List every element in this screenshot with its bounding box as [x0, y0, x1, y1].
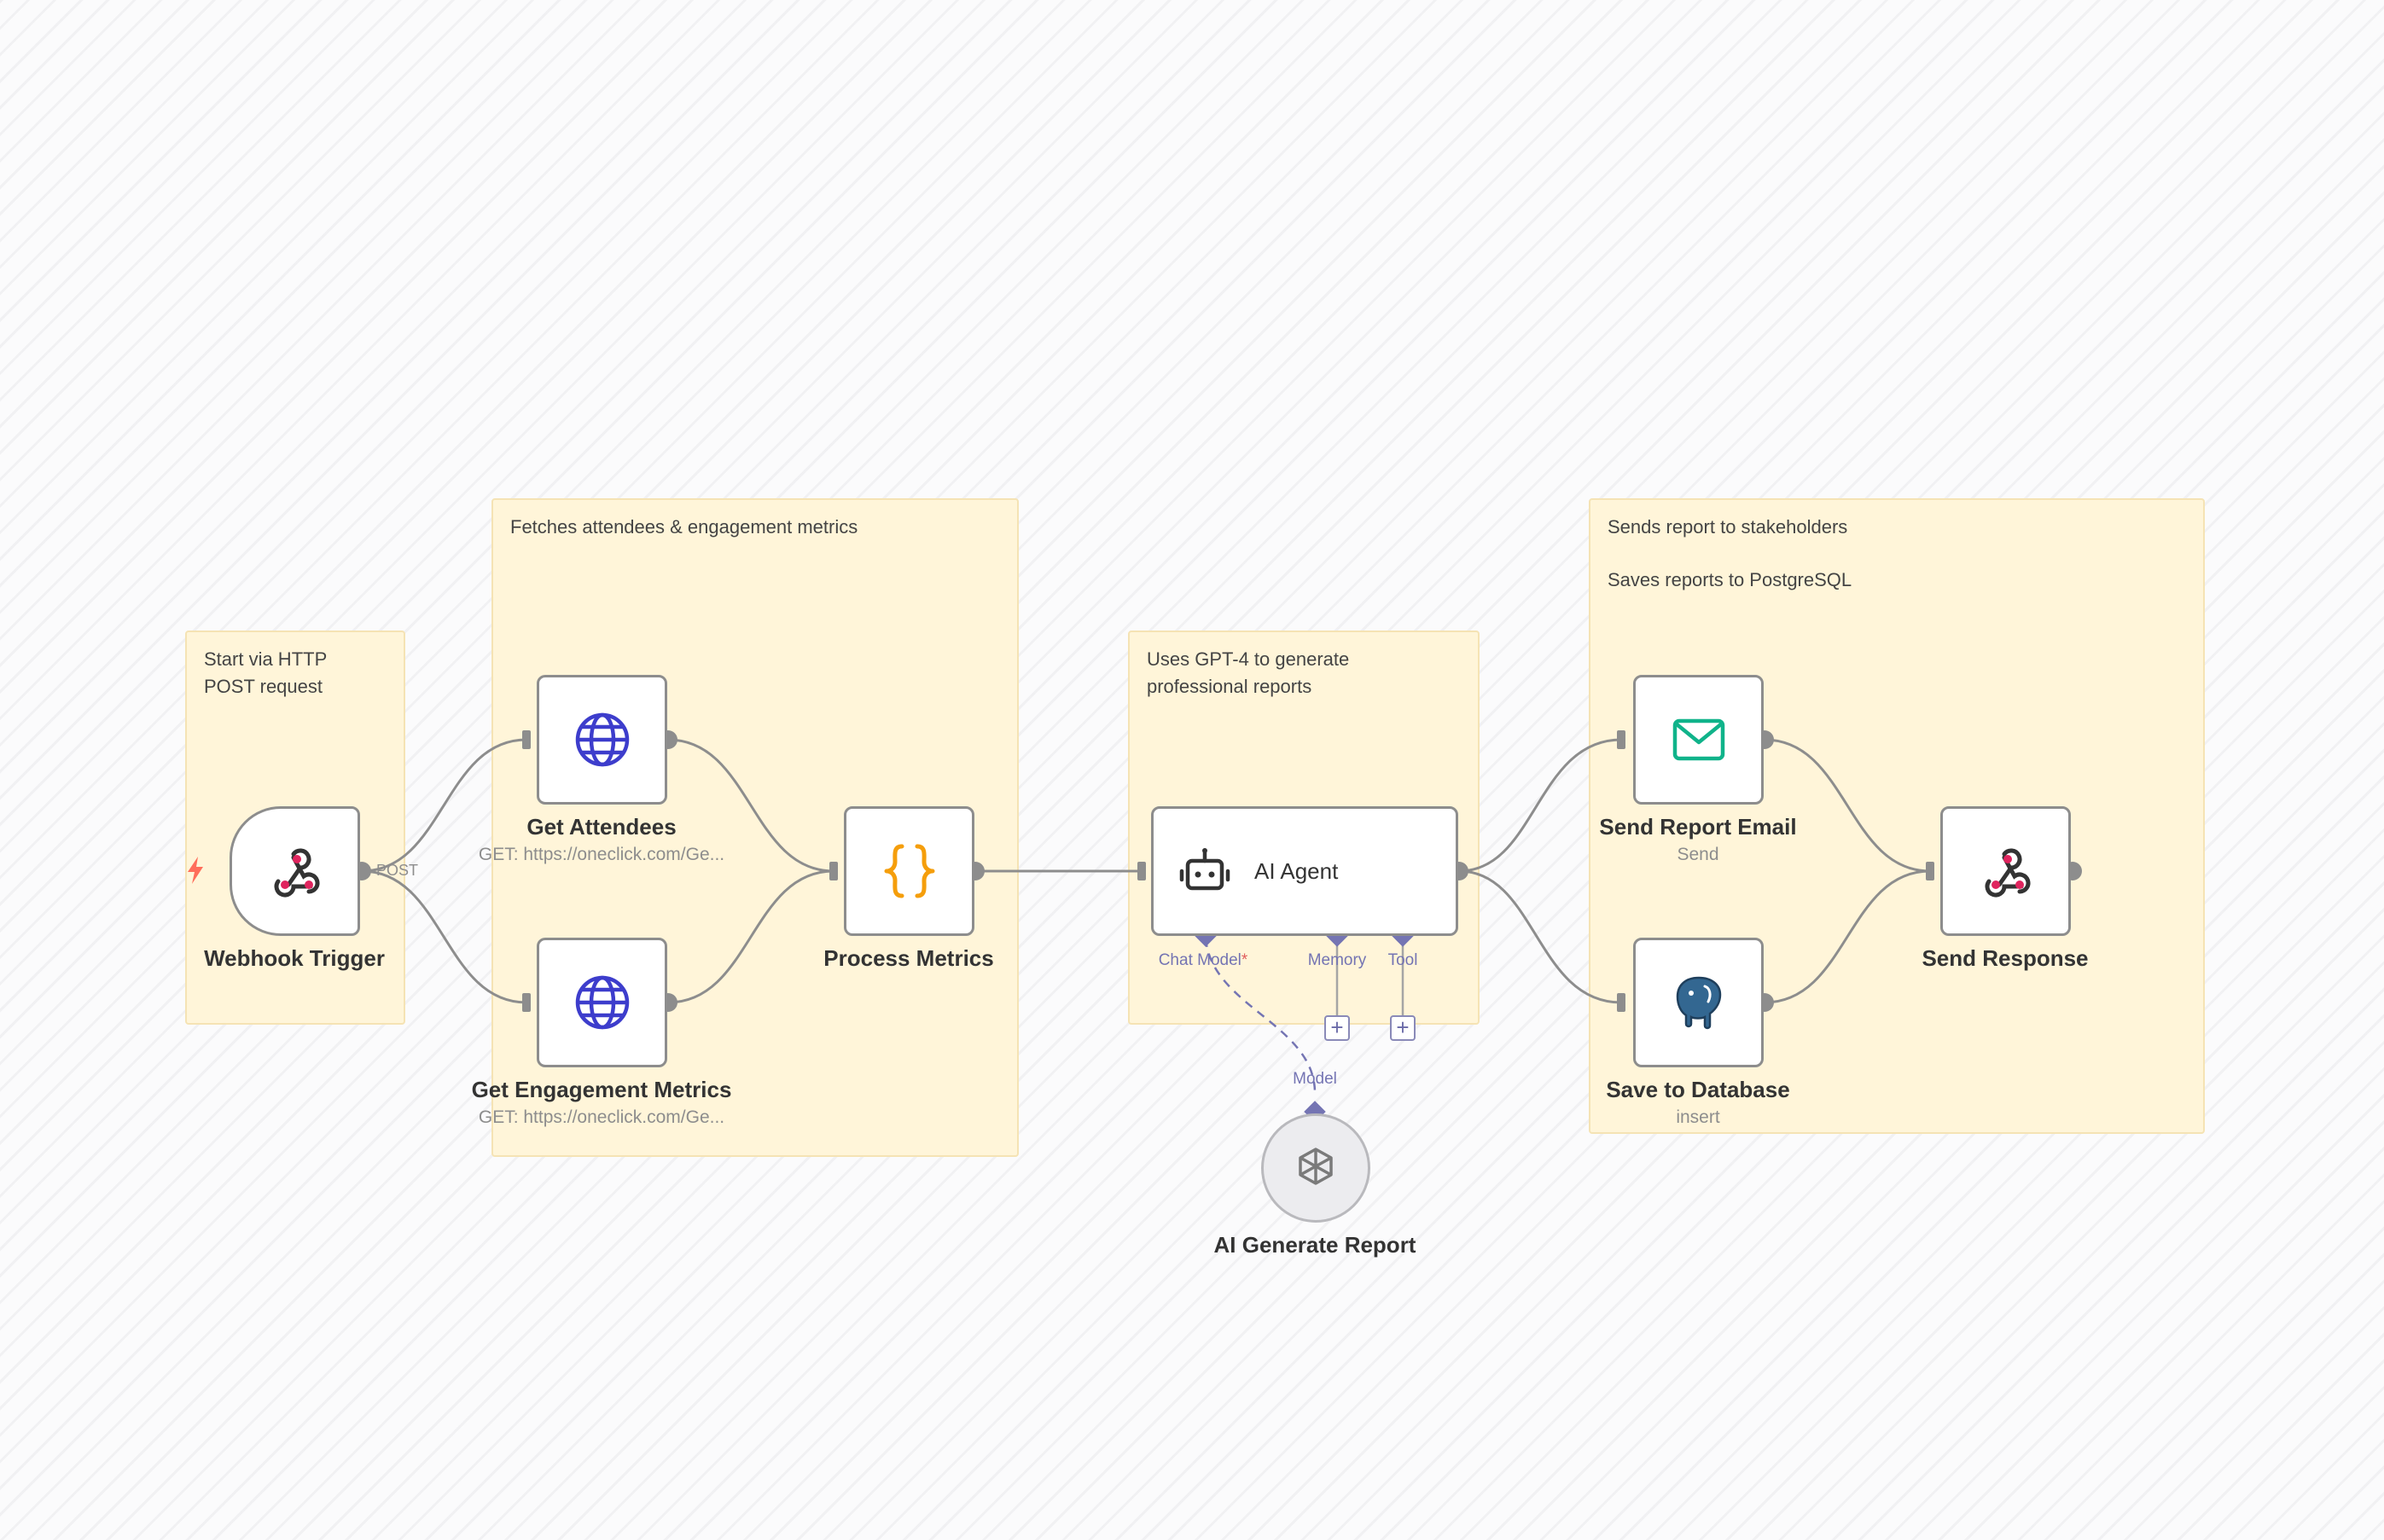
tool-port-label: Tool: [1387, 951, 1418, 969]
input-handle-email: [1617, 730, 1625, 749]
input-handle-engagement: [522, 993, 531, 1012]
chat-model-port-text: Chat Model: [1158, 951, 1241, 969]
input-handle-process: [829, 862, 838, 880]
sticky-note-send-line2: Saves reports to PostgreSQL: [1608, 569, 1852, 590]
save-to-database-node[interactable]: [1633, 938, 1764, 1067]
model-port-label: Model: [1293, 1070, 1337, 1088]
webhook-trigger-node[interactable]: [230, 806, 360, 936]
add-tool-button[interactable]: +: [1390, 1015, 1416, 1041]
memory-port-label: Memory: [1307, 951, 1367, 969]
webhook-trigger-label: Webhook Trigger: [204, 945, 385, 971]
input-handle-response: [1926, 862, 1934, 880]
add-memory-button[interactable]: +: [1324, 1015, 1350, 1041]
input-handle-agent: [1137, 862, 1146, 880]
trigger-bolt-icon: [188, 857, 203, 884]
connection-webhook-to-attendees: [361, 738, 527, 873]
globe-icon: [574, 712, 631, 768]
postgres-elephant-icon: [1671, 974, 1727, 1031]
mail-icon: [1672, 718, 1725, 761]
input-handle-attendees: [522, 730, 531, 749]
sticky-note-ai-text: Uses GPT-4 to generate professional repo…: [1147, 648, 1350, 697]
connection-model-to-agent: [1204, 938, 1317, 1093]
get-engagement-metrics-label: Get Engagement Metrics: [471, 1077, 732, 1102]
sticky-note-start[interactable]: Start via HTTP POST request: [185, 631, 405, 1025]
openai-icon: [1294, 1146, 1338, 1190]
ai-generate-report-node[interactable]: [1261, 1113, 1370, 1223]
connection-database-to-response: [1764, 869, 1931, 1004]
process-metrics-node[interactable]: [844, 806, 974, 936]
code-braces-icon: [881, 843, 938, 899]
webhook-icon: [1979, 844, 2033, 898]
get-engagement-metrics-node[interactable]: [537, 938, 667, 1067]
connection-engagement-to-process: [667, 869, 834, 1004]
ai-agent-label: AI Agent: [1254, 857, 1339, 884]
connection-webhook-to-engagement: [361, 869, 527, 1004]
webhook-icon: [268, 844, 323, 898]
send-report-email-sublabel: Send: [1677, 845, 1719, 864]
process-metrics-label: Process Metrics: [823, 945, 994, 971]
ai-generate-report-label: AI Generate Report: [1213, 1232, 1416, 1258]
post-edge-label: POST: [376, 862, 419, 879]
robot-icon: [1179, 847, 1230, 895]
ai-agent-node[interactable]: AI Agent: [1151, 806, 1458, 936]
sticky-note-send-line1: Sends report to stakeholders: [1608, 516, 1848, 538]
chat-model-port-label: Chat Model*: [1159, 951, 1248, 970]
save-to-database-sublabel: insert: [1676, 1107, 1720, 1127]
send-report-email-label: Send Report Email: [1599, 814, 1797, 840]
connection-attendees-to-process: [667, 738, 834, 873]
get-attendees-label: Get Attendees: [526, 814, 677, 840]
send-response-node[interactable]: [1940, 806, 2071, 936]
connection-agent-to-email: [1458, 738, 1622, 873]
get-attendees-node[interactable]: [537, 675, 667, 805]
sticky-note-start-text: Start via HTTP POST request: [204, 648, 328, 697]
connection-agent-to-database: [1458, 869, 1622, 1004]
sticky-note-fetch-text: Fetches attendees & engagement metrics: [510, 516, 858, 538]
connection-email-to-response: [1764, 738, 1931, 873]
input-handle-database: [1617, 993, 1625, 1012]
save-to-database-label: Save to Database: [1606, 1077, 1790, 1102]
send-response-label: Send Response: [1922, 945, 2089, 971]
send-report-email-node[interactable]: [1633, 675, 1764, 805]
get-attendees-sublabel: GET: https://oneclick.com/Ge...: [478, 845, 725, 864]
globe-icon: [574, 974, 631, 1031]
get-engagement-metrics-sublabel: GET: https://oneclick.com/Ge...: [478, 1107, 725, 1127]
chat-model-required-mark: *: [1241, 951, 1248, 969]
